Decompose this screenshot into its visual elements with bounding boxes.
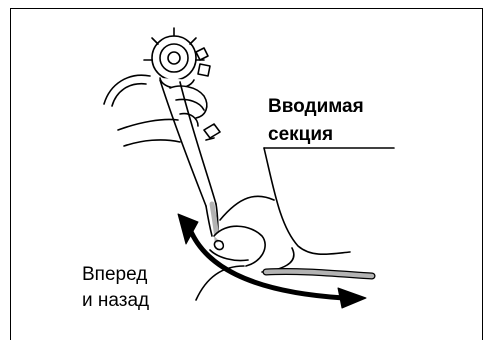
upper-hand-icon <box>118 86 207 146</box>
insertion-section-label-line2: секция <box>268 122 333 147</box>
insertion-section-label-line1: Вводимая <box>268 94 364 119</box>
motion-label-line2: и назад <box>82 288 149 314</box>
universal-cord <box>104 75 150 104</box>
lower-hand-icon <box>196 226 265 300</box>
curved-double-arrow <box>178 214 366 308</box>
control-body-icon <box>144 28 210 88</box>
motion-label-line1: Вперед <box>82 262 147 288</box>
